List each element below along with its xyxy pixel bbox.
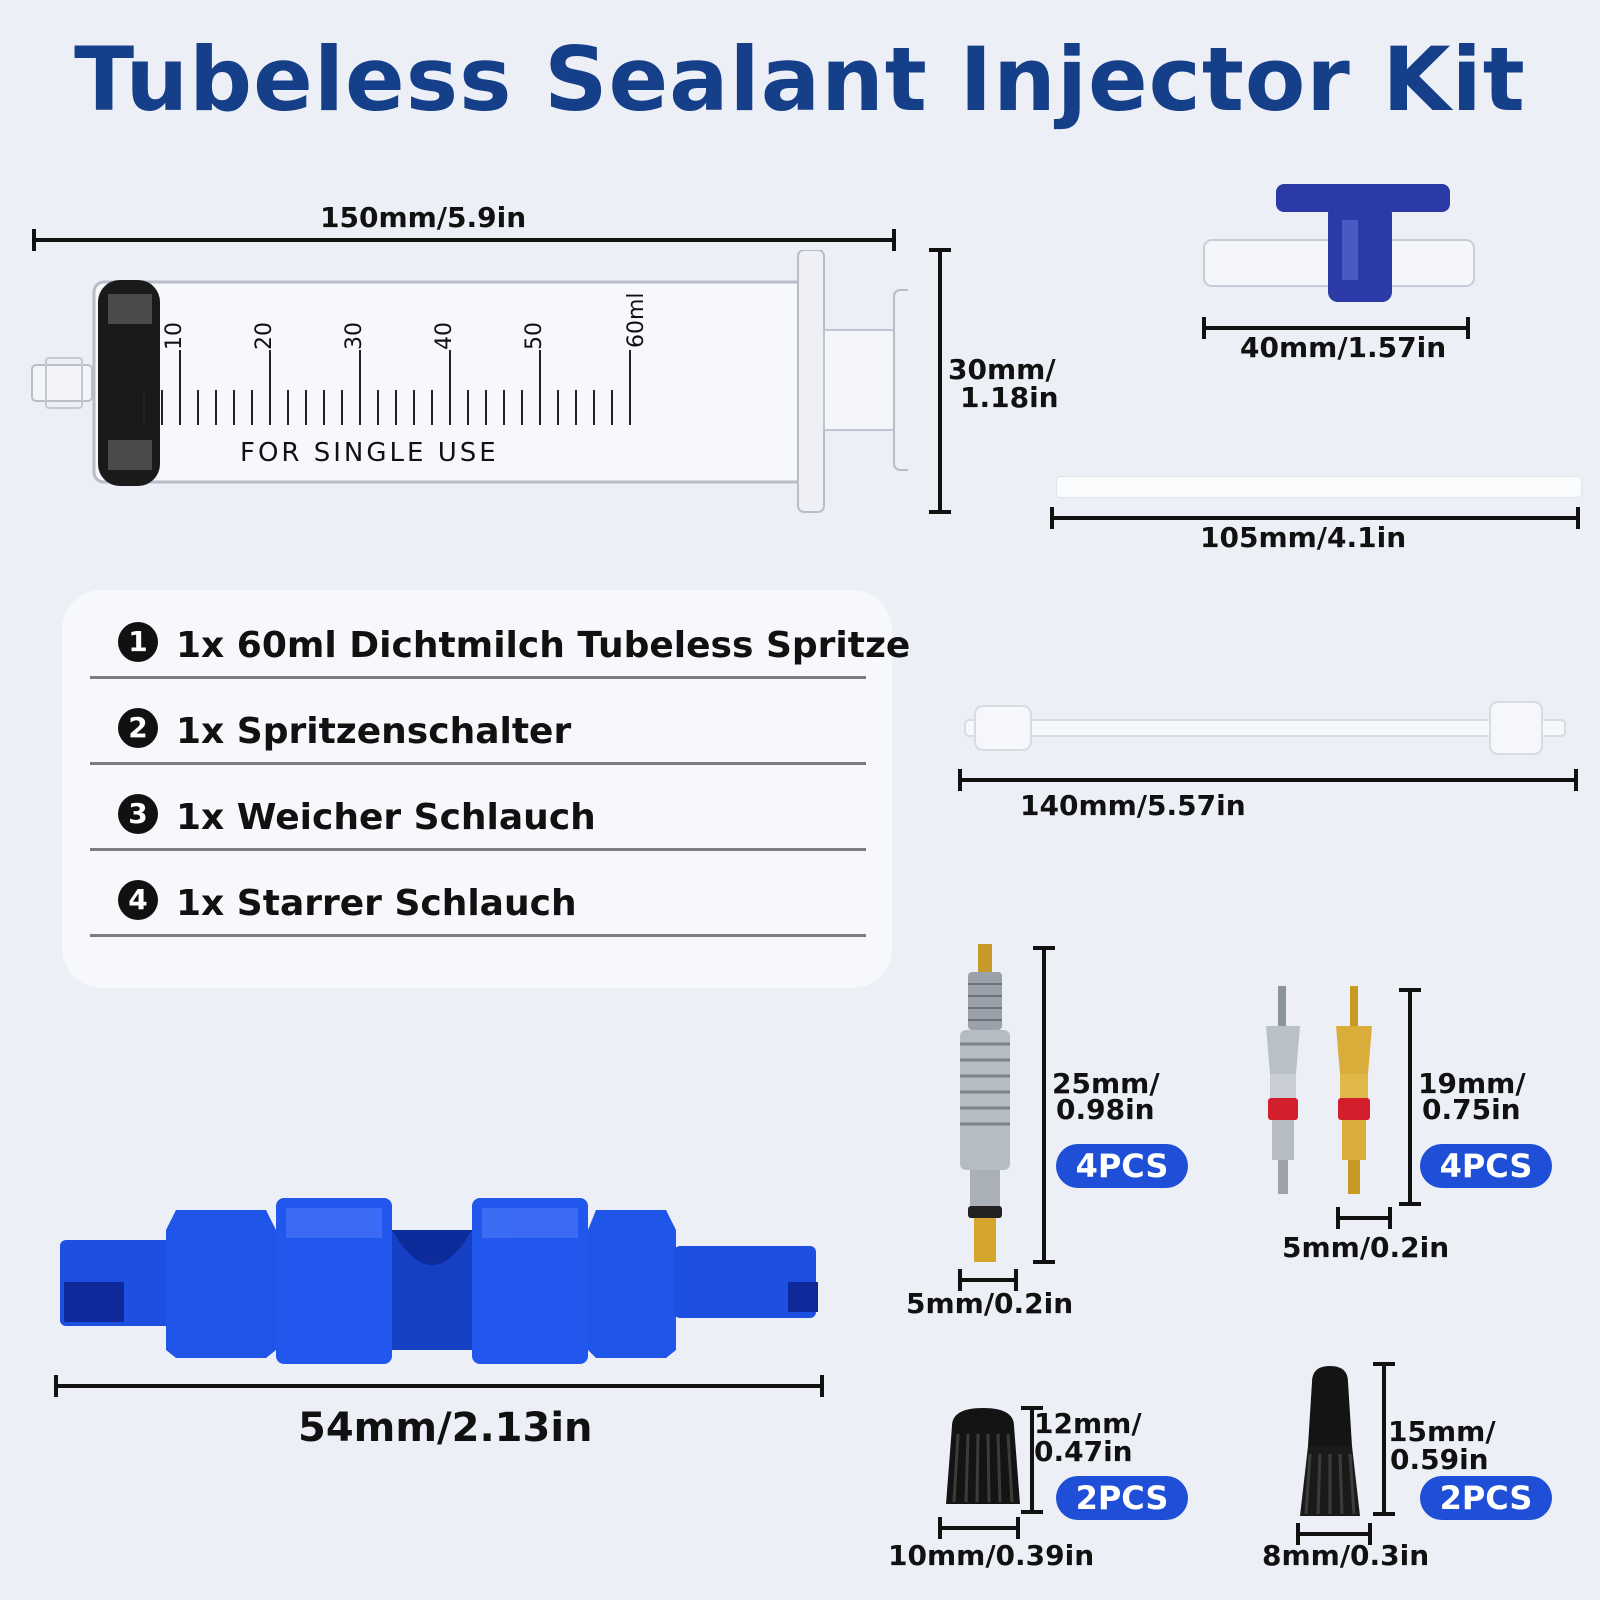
- presta-core-width-label: 5mm/0.2in: [906, 1287, 1074, 1320]
- presta-core-height-bar: [1033, 946, 1055, 1264]
- schrader-core-width-label: 5mm/0.2in: [1282, 1231, 1450, 1264]
- list-item: 1 1x 60ml Dichtmilch Tubeless Spritze: [90, 590, 910, 679]
- schrader-core-height-label-2: 0.75in: [1422, 1093, 1521, 1126]
- schrader-core-width-bar: [1336, 1207, 1392, 1229]
- schrader-valve-core-image: [1266, 986, 1372, 1194]
- item-label: 1x Spritzenschalter: [176, 711, 572, 752]
- schrader-core-qty-badge: 4PCS: [1420, 1144, 1552, 1188]
- presta-cap-height-label-2: 0.59in: [1390, 1443, 1489, 1476]
- page-title: Tubeless Sealant Injector Kit: [74, 28, 1526, 131]
- presta-cap-width-bar: [1296, 1523, 1372, 1545]
- switch-length-bar: [1202, 317, 1470, 339]
- list-item: 2 1x Spritzenschalter: [90, 676, 866, 765]
- scale-mark: 60ml: [624, 292, 649, 348]
- presta-cap-height-bar: [1373, 1362, 1395, 1516]
- item-label: 1x Weicher Schlauch: [176, 797, 596, 838]
- list-item: 4 1x Starrer Schlauch: [90, 848, 866, 937]
- schrader-cap-image: [946, 1408, 1020, 1504]
- schrader-cap-height-bar: [1021, 1406, 1043, 1514]
- parts-list-panel: 1 1x 60ml Dichtmilch Tubeless Spritze 2 …: [62, 590, 910, 988]
- presta-cap-qty-badge: 2PCS: [1420, 1476, 1552, 1520]
- item-label: 1x 60ml Dichtmilch Tubeless Spritze: [176, 625, 911, 666]
- schrader-core-height-label-1: 19mm/: [1418, 1067, 1526, 1100]
- syringe-height-label-1: 30mm/: [948, 353, 1056, 386]
- presta-core-width-bar: [958, 1269, 1018, 1291]
- presta-cap-width-label: 8mm/0.3in: [1262, 1539, 1430, 1572]
- soft-tube-length-label: 105mm/4.1in: [1200, 521, 1407, 554]
- schrader-cap-qty-badge: 2PCS: [1056, 1476, 1188, 1520]
- syringe-imprint: FOR SINGLE USE: [240, 438, 499, 468]
- scale-mark: 30: [342, 322, 367, 350]
- schrader-cap-height-label-2: 0.47in: [1034, 1435, 1133, 1468]
- syringe-switch-image: [1203, 184, 1475, 302]
- schrader-cap-width-bar: [938, 1517, 1020, 1539]
- scale-mark: 40: [432, 322, 457, 350]
- presta-core-height-label-2: 0.98in: [1056, 1093, 1155, 1126]
- scale-mark: 50: [522, 322, 547, 350]
- schrader-core-height-bar: [1399, 988, 1421, 1206]
- scale-mark: 10: [162, 322, 187, 350]
- presta-valve-core-image: [960, 944, 1010, 1262]
- item-number-badge: 3: [118, 794, 158, 834]
- soft-tube-length-bar: [1050, 507, 1580, 529]
- schrader-cap-height-label-1: 12mm/: [1034, 1407, 1142, 1440]
- soft-tube-image: [1056, 476, 1582, 498]
- list-item: 3 1x Weicher Schlauch: [90, 762, 866, 851]
- syringe-length-bar: [32, 229, 896, 251]
- rigid-tube-image: [964, 701, 1566, 755]
- schrader-cap-width-label: 10mm/0.39in: [888, 1539, 1095, 1572]
- switch-length-label: 40mm/1.57in: [1240, 331, 1447, 364]
- item-number-badge: 1: [118, 622, 158, 662]
- syringe-height-bar: [929, 248, 951, 514]
- presta-cap-image: [1300, 1366, 1360, 1516]
- presta-core-height-label-1: 25mm/: [1052, 1067, 1160, 1100]
- item-label: 1x Starrer Schlauch: [176, 883, 577, 924]
- tool-length-label: 54mm/2.13in: [298, 1405, 593, 1451]
- syringe-height-label-2: 1.18in: [960, 381, 1059, 414]
- rigid-tube-length-bar: [958, 769, 1578, 791]
- item-number-badge: 4: [118, 880, 158, 920]
- scale-mark: 20: [252, 322, 277, 350]
- tool-length-bar: [54, 1375, 824, 1397]
- valve-core-tool-image: [60, 1198, 818, 1364]
- presta-cap-height-label-1: 15mm/: [1388, 1415, 1496, 1448]
- rigid-tube-length-label: 140mm/5.57in: [1020, 789, 1246, 822]
- item-number-badge: 2: [118, 708, 158, 748]
- syringe-length-label: 150mm/5.9in: [320, 201, 527, 234]
- presta-core-qty-badge: 4PCS: [1056, 1144, 1188, 1188]
- syringe-image: [31, 250, 908, 513]
